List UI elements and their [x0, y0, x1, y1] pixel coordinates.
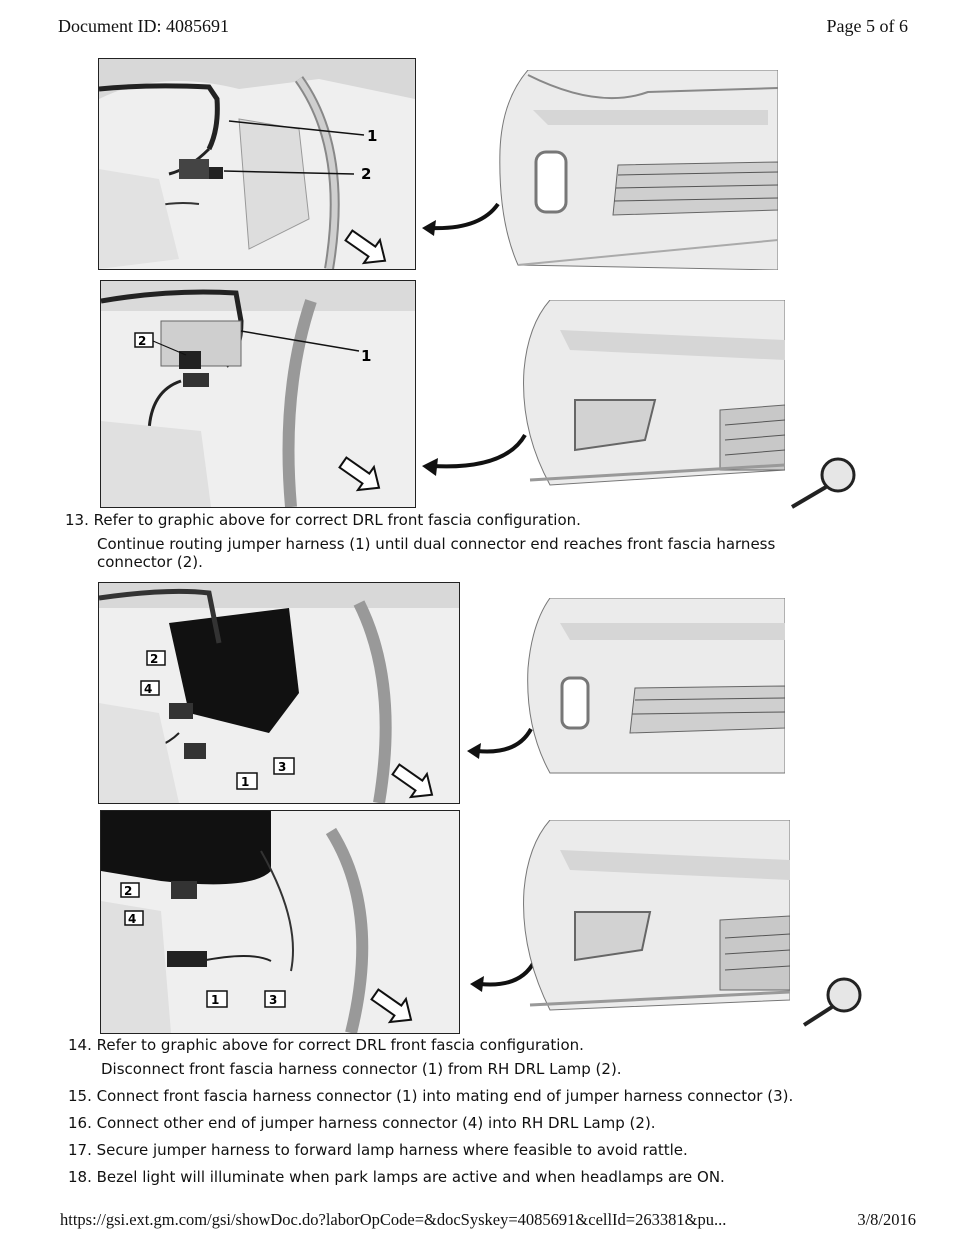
- curved-pointer-arrow: [422, 433, 527, 476]
- figure-harness-routing-2: 2 1: [100, 280, 416, 508]
- page-url: https://gsi.ext.gm.com/gsi/showDoc.do?la…: [60, 1210, 727, 1229]
- front-fascia-illustration: [527, 598, 785, 774]
- callout-3: 3: [278, 760, 286, 774]
- document-id: Document ID: 4085691: [58, 16, 229, 36]
- step-16: 16. Connect other end of jumper harness …: [68, 1114, 656, 1132]
- step-text: Refer to graphic above for correct DRL f…: [96, 1036, 584, 1054]
- callout-2: 2: [138, 334, 146, 348]
- callout-2: 2: [124, 884, 132, 898]
- front-fascia-illustration: [499, 70, 778, 270]
- callout-4: 4: [144, 682, 152, 696]
- magnifier-icon[interactable]: [786, 455, 860, 511]
- callout-1: 1: [241, 775, 249, 789]
- step-14-detail: Disconnect front fascia harness connecto…: [101, 1060, 622, 1078]
- page-number: Page 5 of 6: [826, 16, 908, 36]
- direction-arrow-icon: [370, 988, 413, 1024]
- direction-arrow-icon: [344, 229, 387, 265]
- callout-1: 1: [361, 347, 371, 365]
- step-13-detail: Continue routing jumper harness (1) unti…: [97, 535, 776, 571]
- harness-illustration: 2 4 3 1: [99, 583, 459, 803]
- step-text: Connect other end of jumper harness conn…: [96, 1114, 656, 1132]
- step-14: 14. Refer to graphic above for correct D…: [68, 1036, 584, 1054]
- step-15: 15. Connect front fascia harness connect…: [68, 1087, 793, 1105]
- callout-4: 4: [128, 912, 136, 926]
- step-number: 14.: [68, 1036, 92, 1054]
- step-17: 17. Secure jumper harness to forward lam…: [68, 1141, 688, 1159]
- step-text: Bezel light will illuminate when park la…: [96, 1168, 725, 1186]
- front-fascia-illustration: [523, 300, 785, 486]
- figure-connector-location-2: 2 4 1 3: [100, 810, 460, 1034]
- step-number: 17.: [68, 1141, 92, 1159]
- step-number: 16.: [68, 1114, 92, 1132]
- harness-illustration: 1 2: [99, 59, 415, 269]
- callout-3: 3: [269, 993, 277, 1007]
- harness-illustration: 2 4 1 3: [101, 811, 459, 1033]
- step-18: 18. Bezel light will illuminate when par…: [68, 1168, 725, 1186]
- direction-arrow-icon: [338, 456, 381, 492]
- direction-arrow-icon: [391, 763, 434, 799]
- step-number: 18.: [68, 1168, 92, 1186]
- front-fascia-illustration: [523, 820, 790, 1011]
- step-text: Refer to graphic above for correct DRL f…: [93, 511, 581, 529]
- print-date: 3/8/2016: [857, 1210, 916, 1229]
- step-text: Secure jumper harness to forward lamp ha…: [96, 1141, 688, 1159]
- callout-1: 1: [367, 127, 377, 145]
- harness-illustration: 2 1: [101, 281, 415, 507]
- step-number: 15.: [68, 1087, 92, 1105]
- step-number: 13.: [65, 511, 89, 529]
- step-text: Connect front fascia harness connector (…: [96, 1087, 794, 1105]
- figure-connector-location-1: 2 4 3 1: [98, 582, 460, 804]
- magnifier-icon[interactable]: [800, 975, 866, 1029]
- callout-2: 2: [361, 165, 371, 183]
- step-13: 13. Refer to graphic above for correct D…: [65, 511, 581, 529]
- callout-1: 1: [211, 993, 219, 1007]
- curved-pointer-arrow: [470, 960, 536, 992]
- callout-2: 2: [150, 652, 158, 666]
- figure-harness-routing-1: 1 2: [98, 58, 416, 270]
- curved-pointer-arrow: [467, 727, 533, 759]
- curved-pointer-arrow: [422, 202, 500, 236]
